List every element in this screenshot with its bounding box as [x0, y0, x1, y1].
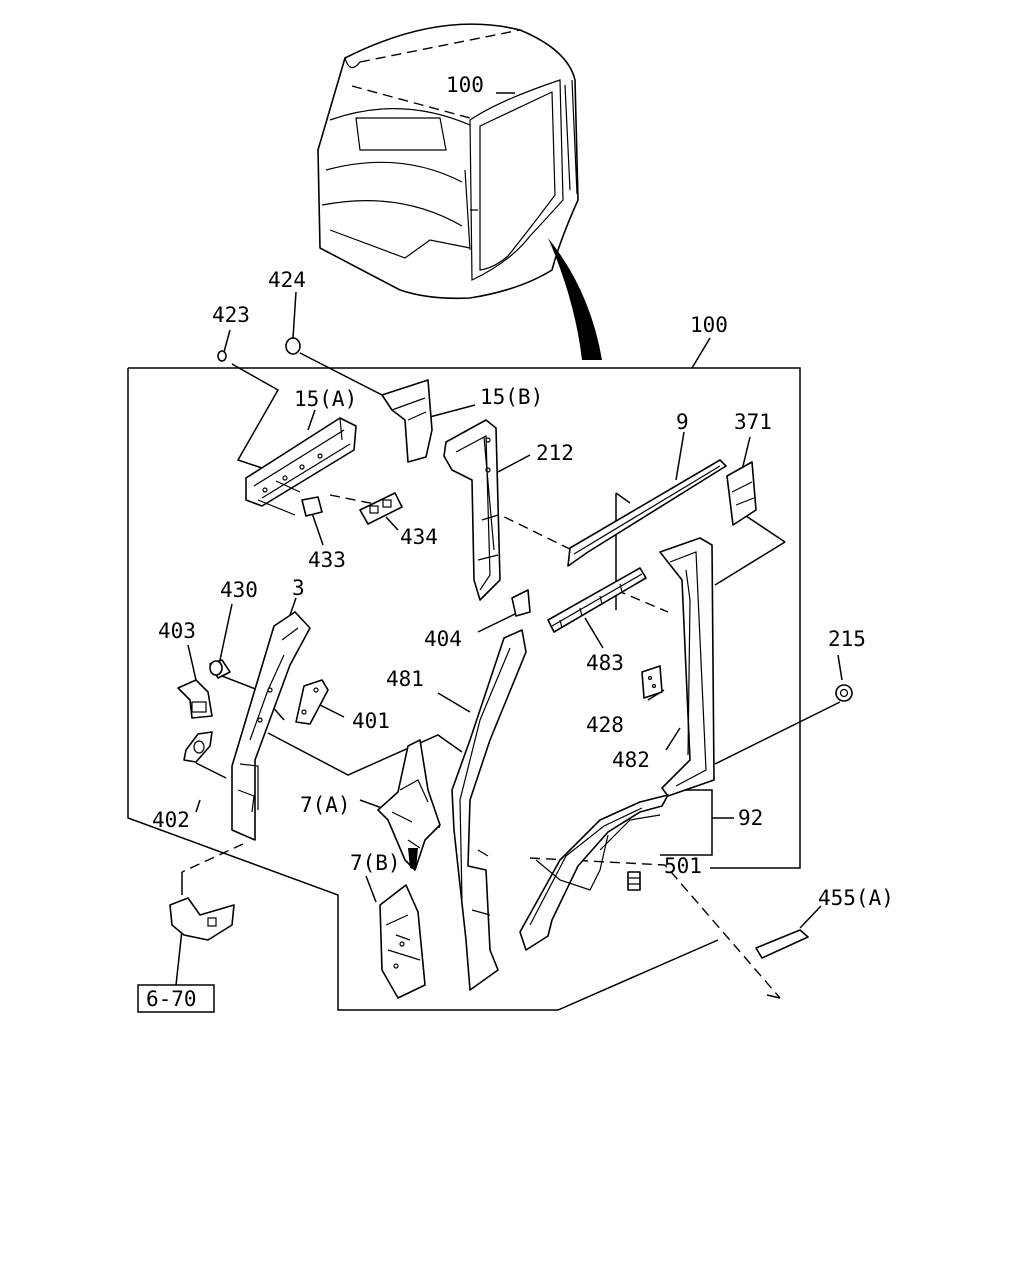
label-7b: 7(B) — [350, 851, 401, 875]
label-9: 9 — [676, 410, 689, 434]
assembly-boundary — [127, 367, 801, 1011]
label-481: 481 — [386, 667, 424, 691]
label-92: 92 — [738, 806, 763, 830]
label-15b: 15(B) — [480, 385, 543, 409]
part-401-strap — [295, 679, 329, 725]
label-428: 428 — [586, 713, 624, 737]
label-424: 424 — [268, 268, 306, 292]
part-15b-bracket — [381, 379, 433, 463]
part-482-pillar — [659, 537, 715, 797]
label-401: 401 — [352, 709, 390, 733]
part-371-bracket — [726, 461, 757, 526]
label-402: 402 — [152, 808, 190, 832]
label-430: 430 — [220, 578, 258, 602]
label-403: 403 — [158, 619, 196, 643]
part-455a-plate — [755, 929, 809, 959]
part-433-plate — [301, 496, 323, 517]
part-428-bracket — [641, 665, 663, 699]
label-433: 433 — [308, 548, 346, 572]
part-402-bracket — [183, 731, 213, 763]
part-403-clamp — [177, 679, 213, 719]
label-482: 482 — [612, 748, 650, 772]
label-423: 423 — [212, 303, 250, 327]
label-7a: 7(A) — [300, 793, 351, 817]
part-labels: 100 100 424 423 15(A) 15(B) 212 9 371 43… — [152, 73, 894, 910]
part-434-clip — [359, 492, 403, 525]
part-430-bolt — [209, 659, 231, 679]
label-frame-100: 100 — [690, 313, 728, 337]
part-423-clip — [217, 350, 227, 362]
part-3-pillar — [231, 611, 311, 841]
part-501-bolt — [627, 871, 641, 891]
part-7a-bracket — [377, 739, 441, 871]
label-15a: 15(A) — [294, 387, 357, 411]
label-cab-100: 100 — [446, 73, 484, 97]
label-371: 371 — [734, 410, 772, 434]
reference-box: 6-70 — [137, 984, 215, 1013]
label-483: 483 — [586, 651, 624, 675]
label-212: 212 — [536, 441, 574, 465]
part-7b-bracket — [379, 884, 426, 999]
part-481-pillar — [451, 629, 527, 991]
label-501: 501 — [664, 854, 702, 878]
part-15a-bracket — [245, 417, 357, 516]
part-9-rail — [567, 459, 727, 567]
part-483-rail — [547, 567, 647, 633]
label-3: 3 — [292, 576, 305, 600]
arrow-icon — [548, 238, 602, 360]
part-92-step — [519, 794, 669, 951]
part-424-grommet — [285, 337, 301, 355]
label-455a: 455(A) — [818, 886, 894, 910]
label-404: 404 — [424, 627, 462, 651]
reference-part — [169, 897, 235, 941]
label-434: 434 — [400, 525, 438, 549]
part-215-nut — [835, 684, 853, 702]
part-404-clip — [511, 589, 531, 617]
label-215: 215 — [828, 627, 866, 651]
part-212-pillar — [443, 419, 501, 601]
reference-label: 6-70 — [146, 987, 197, 1011]
